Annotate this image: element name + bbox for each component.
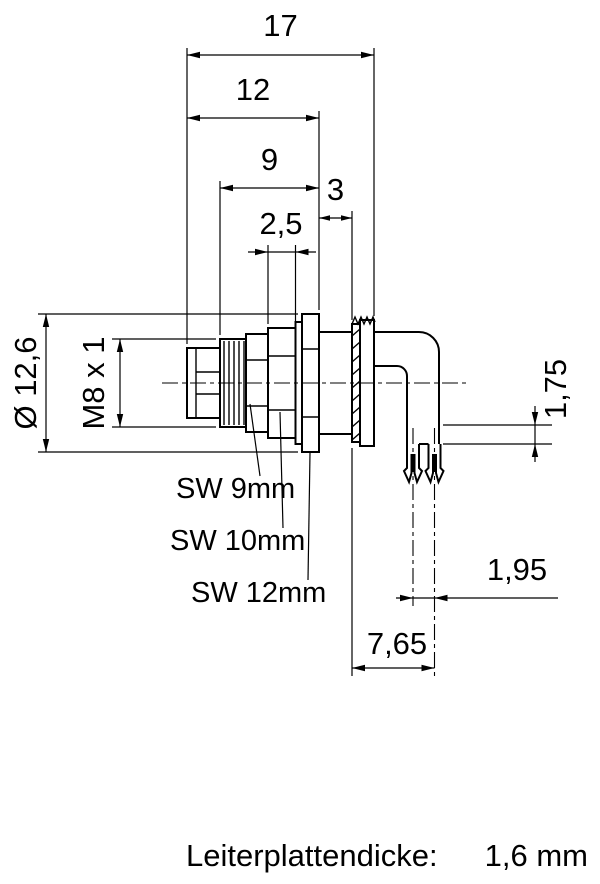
dim-12-label: 12: [236, 72, 270, 107]
sw9-label: SW 9mm: [176, 473, 295, 505]
footer-note: Leiterplattendicke: 1,6 mm: [186, 838, 588, 873]
dim-3-label: 3: [327, 172, 344, 207]
pcb-bracket: [374, 331, 445, 485]
dim-1-95-label: 1,95: [487, 552, 547, 587]
lock-washer-serration: [351, 328, 361, 441]
solder-pin-right: [424, 444, 445, 485]
center-lines: [162, 382, 468, 676]
callout-leader-lines: [249, 403, 311, 581]
mounting-plate: [359, 319, 375, 447]
thread-hatching: [223, 341, 245, 425]
dim-2-5-label: 2,5: [259, 206, 302, 241]
sw12-label: SW 12mm: [191, 577, 326, 609]
solder-pin-left: [402, 444, 424, 485]
dim-1-75-label: 1,75: [538, 359, 573, 419]
sw10-label: SW 10mm: [170, 525, 305, 557]
pcb-thickness-label: Leiterplattendicke:: [186, 838, 438, 873]
dim-7-65-label: 7,65: [367, 626, 427, 661]
connector-body: [186, 313, 376, 453]
dim-thread-label: M8 x 1: [76, 336, 111, 429]
part-callouts: SW 9mm SW 10mm SW 12mm: [170, 403, 326, 609]
bracket-outline: [374, 331, 440, 445]
dim-9-label: 9: [261, 142, 278, 177]
dim-diameter-label: Ø 12,6: [8, 336, 43, 429]
dimension-arrows: [42, 51, 539, 672]
dim-17-label: 17: [263, 8, 297, 43]
dimension-labels: 17 12 9 2,5 3 Ø 12,6 M8 x 1 1,75 1,95 7,…: [8, 8, 573, 661]
extension-lines: [38, 48, 552, 676]
pcb-thickness-value: 1,6 mm: [485, 838, 588, 873]
